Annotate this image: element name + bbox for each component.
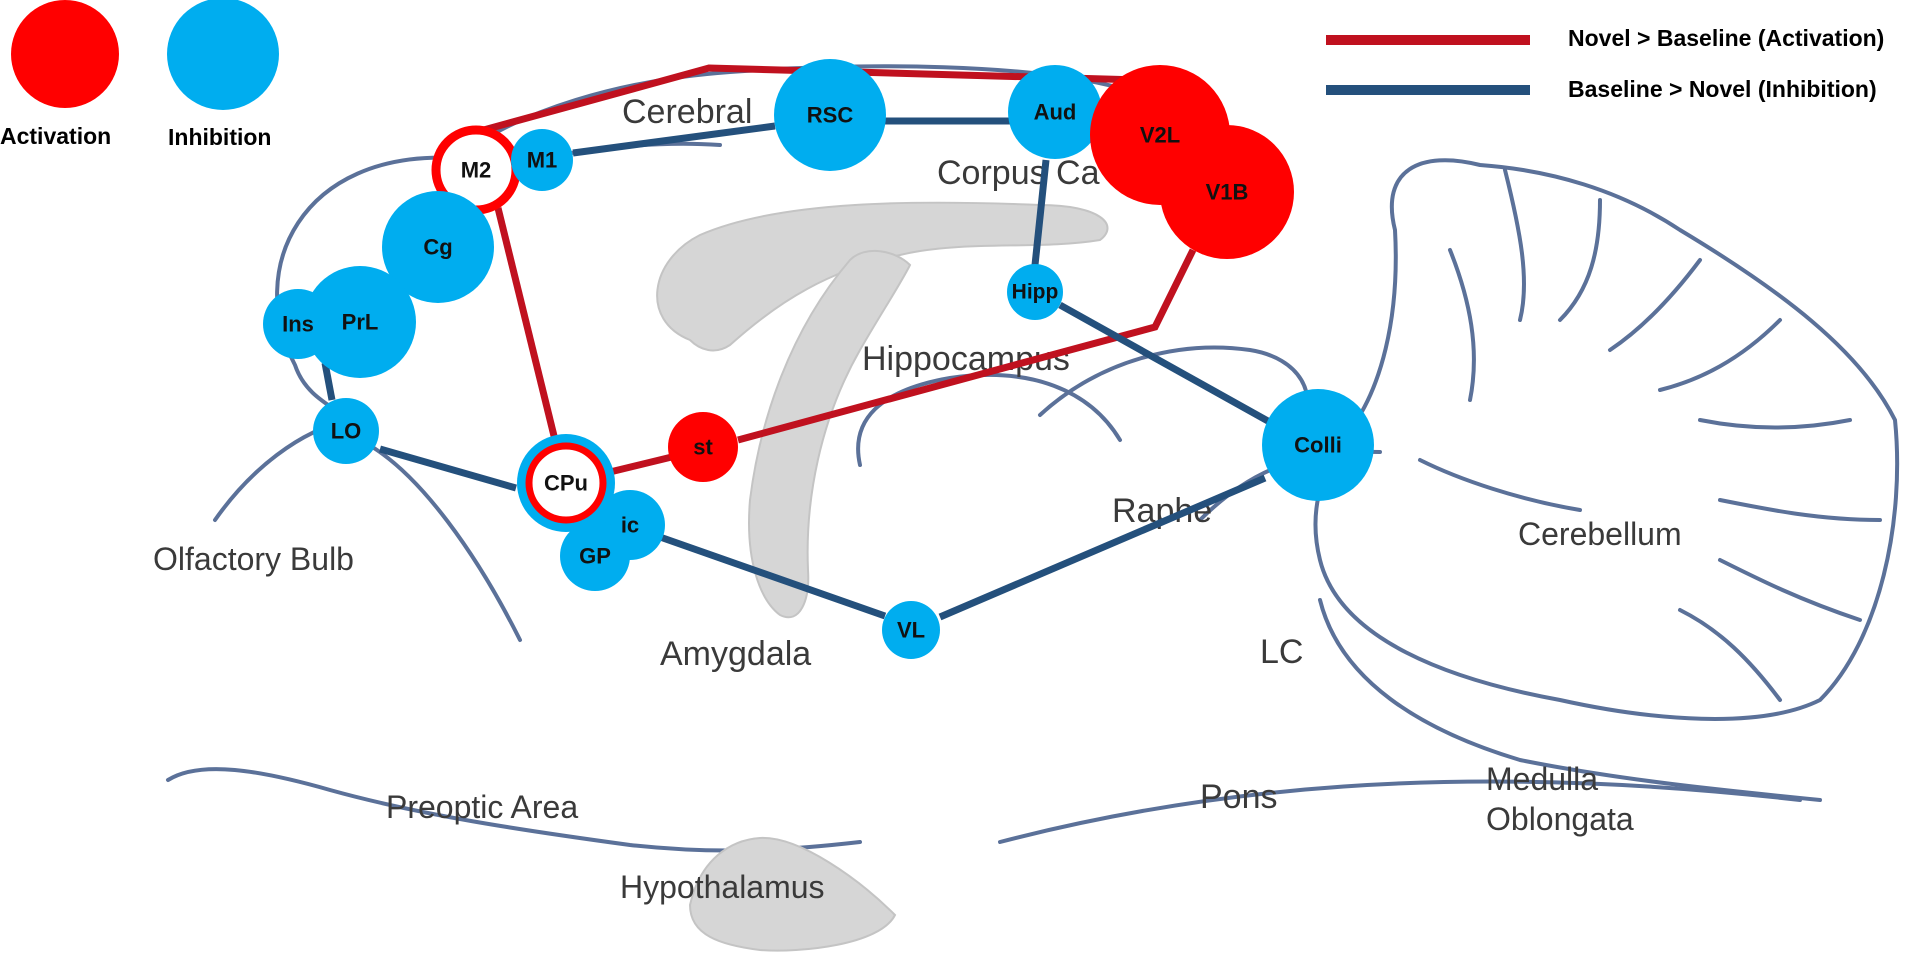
edge-colli-vl: [938, 474, 1267, 621]
node-label: Hipp: [1012, 281, 1059, 304]
node-lo: LO: [313, 398, 379, 464]
legend-activation-swatch: [11, 0, 119, 108]
edge-aud-hipp: [1031, 159, 1050, 266]
label-corpus-callosum: Corpus Ca: [937, 154, 1100, 192]
node-label: M2: [461, 158, 492, 183]
ventral-outline-2: [998, 779, 1802, 844]
node-circle: [1160, 125, 1294, 259]
node-v1b: V1B: [1160, 125, 1294, 259]
legend: Activation Inhibition Novel > Baseline (…: [0, 0, 1884, 150]
node-m1: M1: [511, 129, 573, 191]
legend-inhibition-line-label: Baseline > Novel (Inhibition): [1568, 76, 1877, 102]
node-circle: [774, 59, 886, 171]
node-label: V2L: [1140, 123, 1180, 148]
node-circle: [313, 398, 379, 464]
label-cerebral: Cerebral: [622, 93, 752, 131]
node-cpu: CPu: [517, 434, 615, 532]
node-label: M1: [527, 148, 558, 173]
node-aud: Aud: [1008, 65, 1102, 159]
node-st: st: [668, 412, 738, 482]
node-circle: [668, 412, 738, 482]
label-hypothalamus: Hypothalamus: [620, 869, 825, 905]
label-medulla-line1: Medulla: [1486, 761, 1598, 797]
connection-lines: [321, 64, 1277, 621]
hypothalamus-shape: [688, 836, 897, 952]
label-lc: LC: [1260, 633, 1303, 671]
legend-activation-line-label: Novel > Baseline (Activation): [1568, 25, 1884, 51]
cerebellum-outline: [1313, 158, 1900, 721]
legend-activation-label: Activation: [0, 123, 111, 149]
brain-outline: [166, 64, 1900, 853]
node-prl: PrL: [304, 266, 416, 378]
node-label: Ins: [282, 312, 314, 337]
node-colli: Colli: [1262, 389, 1374, 501]
node-vl: VL: [882, 601, 940, 659]
node-hipp: Hipp: [1007, 264, 1063, 320]
node-circle: [1262, 389, 1374, 501]
node-label: Colli: [1294, 433, 1342, 458]
label-amygdala: Amygdala: [660, 635, 811, 673]
node-circle: [525, 442, 607, 524]
node-circle: [382, 191, 494, 303]
fornix-shape: [748, 249, 912, 619]
node-label: PrL: [342, 310, 379, 335]
node-label: VL: [897, 618, 925, 643]
node-label: GP: [579, 544, 611, 569]
label-pons: Pons: [1200, 778, 1278, 816]
node-label: Aud: [1034, 100, 1077, 125]
cerebellum-folia: [1418, 168, 1882, 702]
edge-m2-cpu: [494, 207, 559, 441]
node-label: ic: [621, 513, 639, 538]
node-gp: GP: [560, 521, 630, 591]
node-circle: [882, 601, 940, 659]
node-circle: [1007, 264, 1063, 320]
node-label: LO: [331, 419, 362, 444]
node-circle: [1008, 65, 1102, 159]
node-label: V1B: [1206, 180, 1249, 205]
edge-m2-rsc: [479, 64, 1141, 135]
node-label: CPu: [544, 471, 588, 496]
label-medulla-line2: Oblongata: [1486, 801, 1634, 837]
node-label: RSC: [807, 103, 854, 128]
edge-lo-cpu: [379, 445, 517, 492]
node-ins: Ins: [263, 289, 333, 359]
edge-lo-ins: [321, 362, 336, 401]
node-circle: [304, 266, 416, 378]
edge-st-v1b: [737, 248, 1197, 444]
label-olfactory-bulb: Olfactory Bulb: [153, 541, 354, 577]
node-label: Cg: [423, 235, 452, 260]
node-circle: [511, 129, 573, 191]
legend-inhibition-swatch: [167, 0, 279, 110]
node-cg: Cg: [382, 191, 494, 303]
grey-structures: [656, 201, 1109, 952]
node-circle: [263, 289, 333, 359]
medulla-outline: [1318, 598, 1822, 802]
label-cerebellum: Cerebellum: [1518, 516, 1682, 552]
label-preoptic-area: Preoptic Area: [386, 789, 578, 825]
edge-vl-ic: [658, 533, 887, 620]
node-rsc: RSC: [774, 59, 886, 171]
node-label: st: [693, 435, 713, 460]
edge-cpu-st: [609, 451, 681, 476]
edge-m1-rsc: [572, 122, 776, 157]
corpus-callosum-shape: [656, 201, 1109, 352]
node-circle: [560, 521, 630, 591]
hippocampal-outline: [856, 373, 1122, 467]
edge-hipp-colli: [1058, 301, 1277, 429]
legend-inhibition-label: Inhibition: [168, 124, 271, 150]
